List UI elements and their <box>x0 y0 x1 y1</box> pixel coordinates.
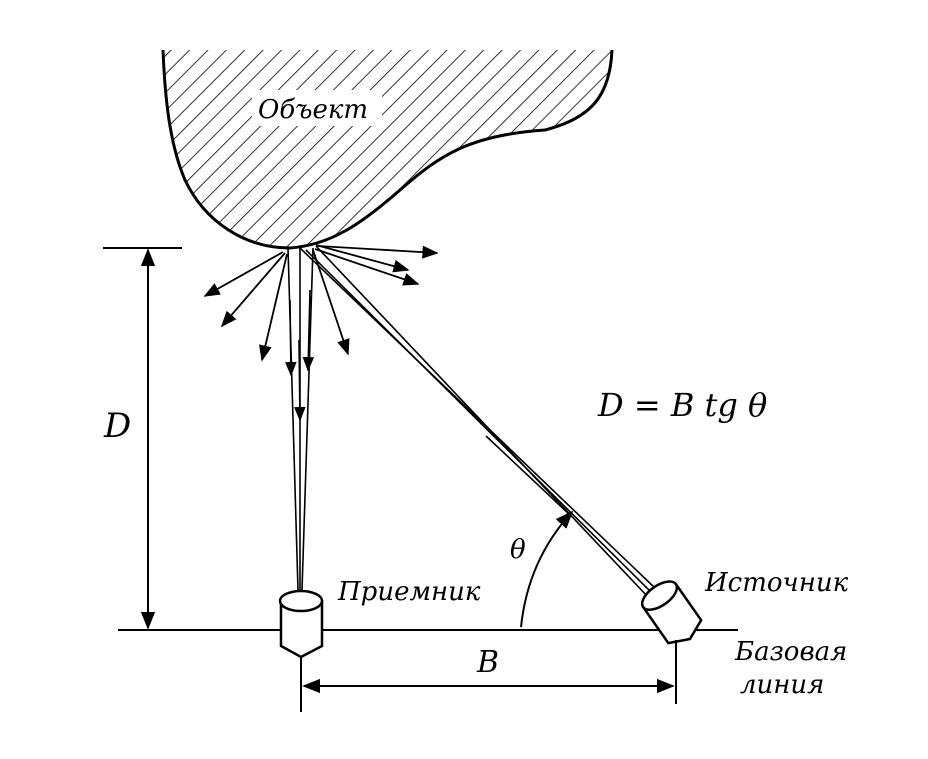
angle-arc <box>520 510 574 628</box>
distance-label: D <box>103 406 131 446</box>
object-outline <box>161 49 614 250</box>
reflected-beam <box>285 247 315 591</box>
source-label: Источник <box>704 568 849 598</box>
base-dimension <box>300 640 677 712</box>
source-icon <box>640 580 703 645</box>
distance-dimension <box>103 247 182 630</box>
receiver-label: Приемник <box>337 577 481 607</box>
incident-beam <box>299 245 656 598</box>
formula: D = B tg θ <box>597 386 767 424</box>
object-label: Объект <box>258 95 368 125</box>
object-label-bg <box>252 90 382 126</box>
base-label: B <box>476 645 499 680</box>
baseline-label-line2: линия <box>740 670 824 700</box>
scatter-arrows <box>203 244 439 362</box>
object-body <box>163 50 612 248</box>
angle-label: θ <box>510 535 526 565</box>
baseline-label-line1: Базовая <box>734 637 847 667</box>
receiver-icon <box>278 589 324 659</box>
